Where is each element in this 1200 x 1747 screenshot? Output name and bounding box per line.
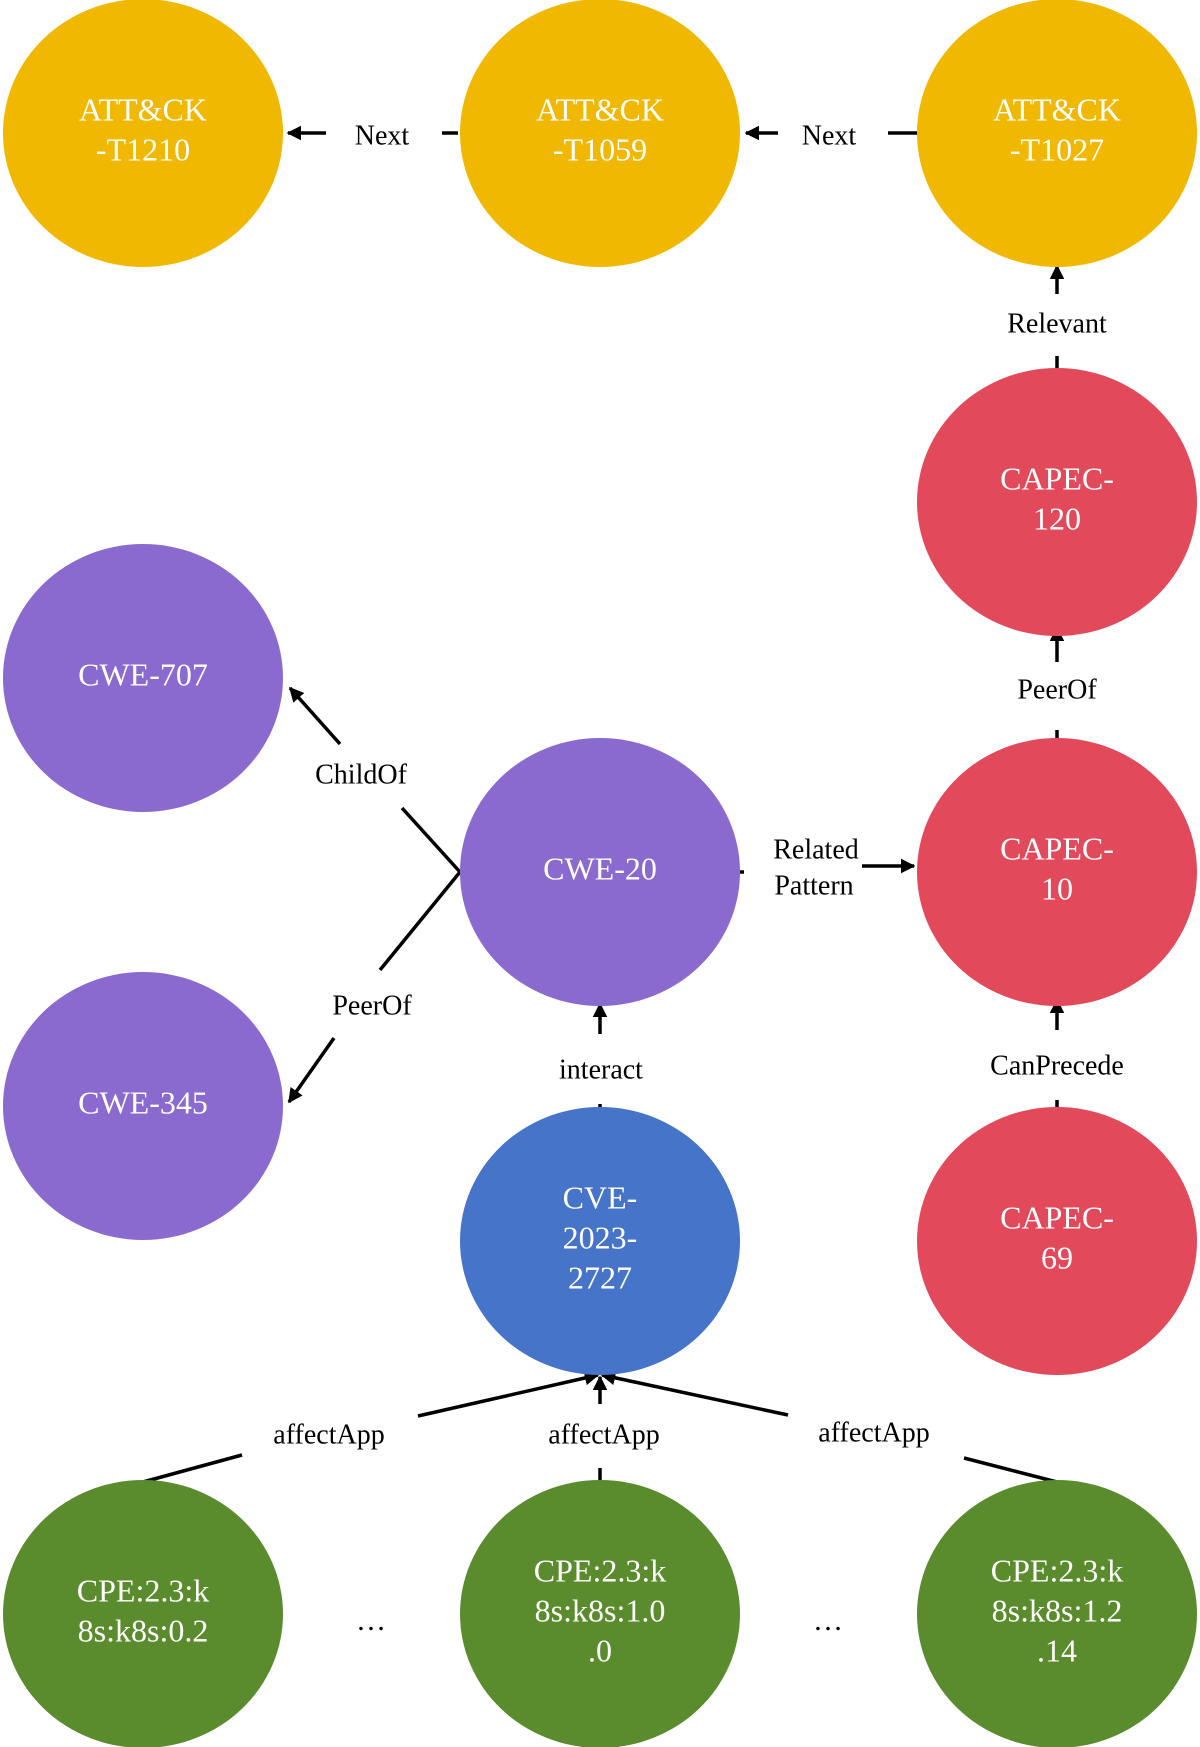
nodes-layer: ATT&CK -T1210 ATT&CK -T1059 ATT&CK -T1027CAPE… — [3, 0, 1197, 1747]
edge-label-childof: ChildOf — [315, 759, 407, 790]
node-att-t1210: ATT&CK -T1210 — [3, 0, 283, 267]
node-label-capec-10-line1: CAPEC- — [1000, 830, 1114, 866]
node-capec-69: CAPEC- 69 — [917, 1107, 1197, 1375]
node-cwe-345: CWE-345 — [3, 972, 283, 1240]
node-label-cpe-1-line2: 8s:k8s:0.2 — [78, 1612, 209, 1648]
node-capec-10: CAPEC- 10 — [917, 738, 1197, 1006]
node-circle-cpe-2 — [460, 1480, 740, 1747]
node-cpe-3: CPE:2.3:k 8s:k8s:1.2 .14 — [917, 1480, 1197, 1747]
edge-childof-cwe20-to-cwe707: ChildOf — [288, 686, 462, 874]
node-circle-capec-69 — [917, 1107, 1197, 1375]
edge-label-next-2: Next — [802, 120, 857, 151]
node-label-capec-69-line1: CAPEC- — [1000, 1199, 1114, 1235]
node-label-cwe-707-line1: CWE-707 — [78, 656, 208, 692]
node-label-cve-2023-2727-line2: 2023- — [563, 1219, 638, 1255]
node-label-capec-120-line2: 120 — [1033, 500, 1081, 536]
node-label-cpe-2-line1: CPE:2.3:k — [534, 1552, 666, 1588]
edge-label-affectapp-3: affectApp — [818, 1417, 929, 1448]
edge-label-related-pattern-line2: Pattern — [774, 870, 853, 901]
node-label-capec-120-line1: CAPEC- — [1000, 460, 1114, 496]
node-label-att-t1210-line1: ATT&CK — [79, 91, 207, 127]
ellipsis-left: … — [356, 1604, 386, 1637]
edge-peerof-capec10-to-capec120: PeerOf — [1017, 626, 1097, 742]
edge-label-related-pattern-line1: Related — [773, 834, 859, 865]
node-circle-att-t1027 — [917, 0, 1197, 267]
edge-label-interact: interact — [559, 1054, 643, 1085]
node-circle-cve-2023-2727 — [460, 1107, 740, 1375]
node-cve-2023-2727: CVE- 2023- 2727 — [460, 1107, 740, 1375]
node-cpe-1: CPE:2.3:k 8s:k8s:0.2 — [3, 1480, 283, 1747]
edge-label-canprecede: CanPrecede — [990, 1050, 1124, 1081]
node-circle-cwe-345 — [3, 972, 283, 1240]
node-capec-120: CAPEC- 120 — [917, 368, 1197, 636]
edge-next-t1027-to-t1059: Next — [744, 120, 918, 151]
node-label-cpe-3-line3: .14 — [1037, 1632, 1077, 1668]
node-circle-att-t1210 — [3, 0, 283, 267]
node-label-att-t1027-line2: -T1027 — [1010, 131, 1104, 167]
node-label-cve-2023-2727-line1: CVE- — [563, 1179, 638, 1215]
node-label-cwe-20-line1: CWE-20 — [543, 850, 657, 886]
edge-affectapp-cpe3-to-cve: affectApp — [600, 1370, 1058, 1484]
node-label-att-t1210-line2: -T1210 — [96, 131, 190, 167]
node-circle-cpe-3 — [917, 1480, 1197, 1747]
edge-label-peerof-capec: PeerOf — [1017, 674, 1097, 705]
edge-peerof-cwe20-to-cwe345: PeerOf — [287, 870, 462, 1104]
node-circle-capec-10 — [917, 738, 1197, 1006]
node-circle-cwe-20 — [460, 738, 740, 1006]
node-cwe-707: CWE-707 — [3, 544, 283, 812]
node-label-att-t1059-line2: -T1059 — [553, 131, 647, 167]
node-cpe-2: CPE:2.3:k 8s:k8s:1.0 .0 — [460, 1480, 740, 1747]
node-label-cpe-3-line1: CPE:2.3:k — [991, 1552, 1123, 1588]
node-label-cpe-1-line1: CPE:2.3:k — [77, 1572, 209, 1608]
node-att-t1059: ATT&CK -T1059 — [460, 0, 740, 267]
node-label-att-t1027-line1: ATT&CK — [993, 91, 1121, 127]
node-label-cpe-2-line2: 8s:k8s:1.0 — [535, 1592, 666, 1628]
edge-affectapp-cpe2-to-cve: affectApp — [548, 1375, 660, 1482]
node-circle-cpe-1 — [3, 1480, 283, 1747]
edge-label-affectapp-1: affectApp — [273, 1419, 384, 1450]
node-circle-cwe-707 — [3, 544, 283, 812]
node-circle-att-t1059 — [460, 0, 740, 267]
edge-relatedpattern-cwe20-to-capec10: Related Pattern — [740, 834, 916, 901]
node-label-cpe-2-line3: .0 — [588, 1632, 612, 1668]
edge-label-peerof-cwe: PeerOf — [332, 990, 412, 1021]
node-att-t1027: ATT&CK -T1027 — [917, 0, 1197, 267]
ellipsis-right: … — [813, 1604, 843, 1637]
node-circle-capec-120 — [917, 368, 1197, 636]
edge-next-t1059-to-t1210: Next — [286, 120, 458, 151]
node-label-cpe-3-line2: 8s:k8s:1.2 — [992, 1592, 1123, 1628]
edge-affectapp-cpe1-to-cve: affectApp — [142, 1370, 600, 1484]
node-label-capec-69-line2: 69 — [1041, 1239, 1073, 1275]
edge-label-relevant: Relevant — [1007, 308, 1107, 339]
node-label-cwe-345-line1: CWE-345 — [78, 1084, 208, 1120]
node-cwe-20: CWE-20 — [460, 738, 740, 1006]
node-label-att-t1059-line1: ATT&CK — [536, 91, 664, 127]
edge-relevant-capec120-to-t1027: Relevant — [1007, 264, 1107, 368]
edge-label-next-1: Next — [355, 120, 410, 151]
edge-canprecede-capec69-to-capec10: CanPrecede — [990, 998, 1124, 1112]
node-label-cve-2023-2727-line3: 2727 — [568, 1259, 632, 1295]
node-label-capec-10-line2: 10 — [1041, 870, 1073, 906]
edge-label-affectapp-2: affectApp — [548, 1419, 659, 1450]
